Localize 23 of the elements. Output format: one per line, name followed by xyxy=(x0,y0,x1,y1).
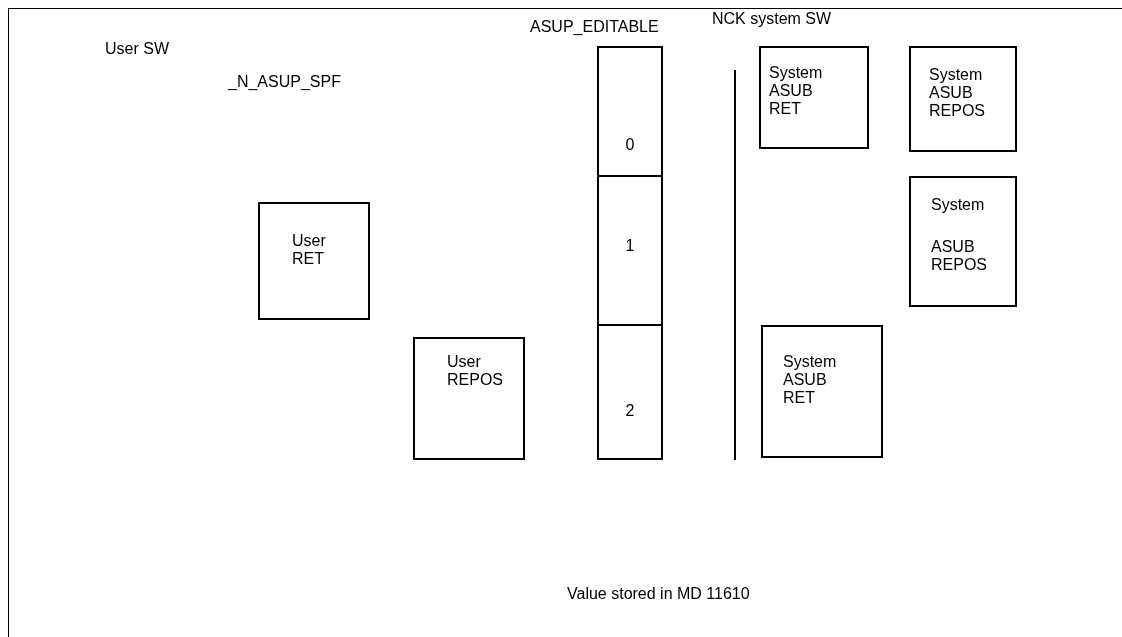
group-heading: User SW xyxy=(105,40,169,58)
node-label: User REPOS xyxy=(447,353,504,389)
node-label: System ASUB REPOS xyxy=(929,66,986,120)
node-label: 1 xyxy=(624,237,636,255)
value-cell xyxy=(597,46,663,177)
process-box xyxy=(909,176,1017,307)
node-label: System ASUB RET xyxy=(783,353,838,407)
node-label: ASUB REPOS xyxy=(931,238,988,274)
file-name: _N_ASUP_SPF xyxy=(228,73,341,91)
node-label: System xyxy=(931,196,986,214)
process-box xyxy=(761,325,883,458)
node-label: 2 xyxy=(624,402,636,420)
node-label: System ASUB RET xyxy=(769,64,824,118)
process-box xyxy=(909,46,1017,152)
node-label: User RET xyxy=(292,232,327,268)
process-box xyxy=(759,46,869,149)
value-cell xyxy=(597,324,663,460)
process-box xyxy=(413,337,525,460)
process-box xyxy=(258,202,370,320)
value-cell xyxy=(597,175,663,326)
group-heading: NCK system SW xyxy=(712,10,832,28)
note: Value stored in MD 11610 xyxy=(567,585,750,603)
node-label: 0 xyxy=(624,136,636,154)
